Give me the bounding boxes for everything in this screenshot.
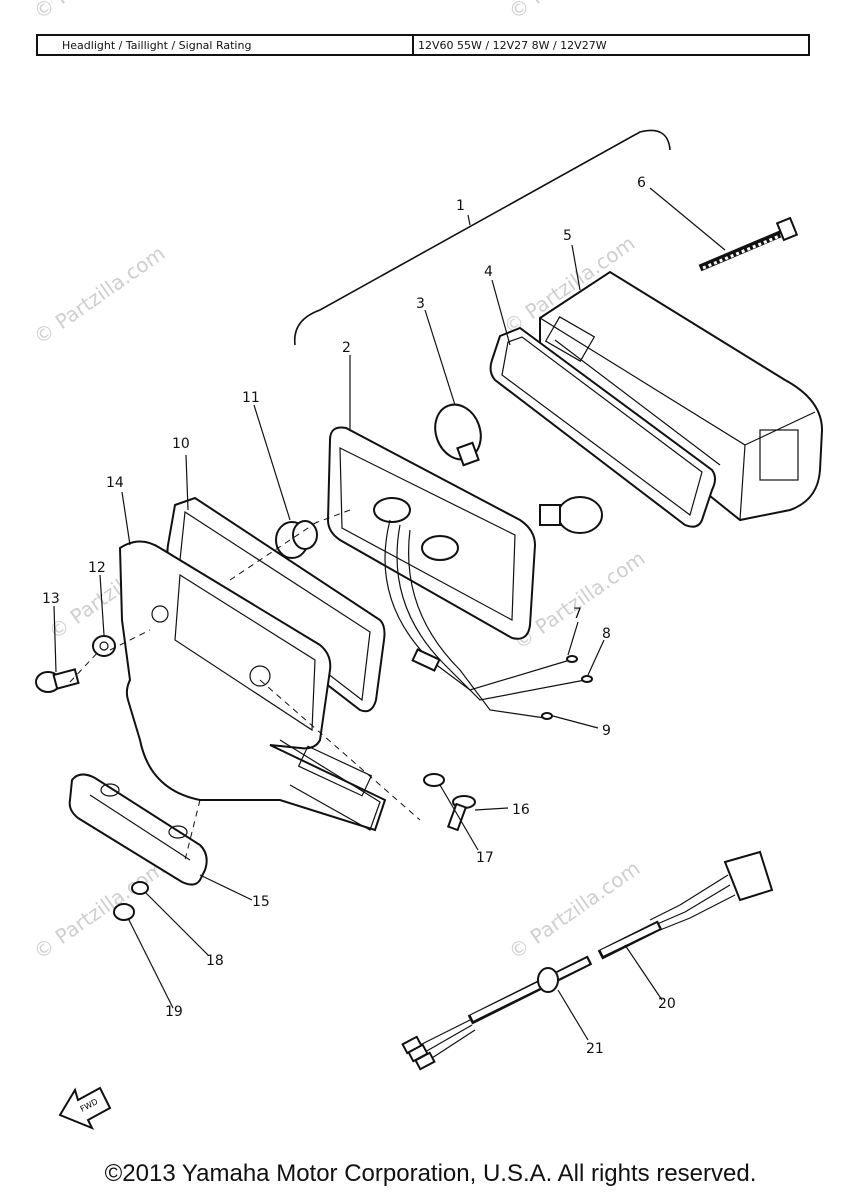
part-mounting-body bbox=[118, 540, 387, 832]
callout-19: 19 bbox=[165, 1004, 183, 1020]
callout-14: 14 bbox=[106, 475, 124, 491]
rating-table: Headlight / Taillight / Signal Rating 12… bbox=[36, 34, 810, 56]
callout-labels: 1 2 3 4 5 6 7 8 9 10 11 12 13 14 15 16 1… bbox=[42, 175, 676, 1057]
callout-21: 21 bbox=[586, 1041, 604, 1057]
callout-8: 8 bbox=[602, 626, 611, 642]
part-license-lens bbox=[68, 773, 208, 886]
callout-11: 11 bbox=[242, 390, 260, 406]
leader-lines bbox=[53, 187, 726, 1041]
callout-4: 4 bbox=[484, 264, 493, 280]
part-lamp-base bbox=[326, 426, 537, 640]
callout-13: 13 bbox=[42, 591, 60, 607]
part-wire-harness bbox=[401, 850, 774, 1071]
copyright-notice: ©2013 Yamaha Motor Corporation, U.S.A. A… bbox=[104, 1160, 757, 1187]
part-long-screw bbox=[698, 216, 799, 272]
part-nut bbox=[113, 903, 135, 921]
rating-value: 12V60 55W / 12V27 8W / 12V27W bbox=[418, 38, 607, 52]
assembly-lines bbox=[69, 509, 421, 861]
part-bulb-upper bbox=[434, 403, 482, 467]
part-lock-washer bbox=[423, 773, 445, 787]
part-washer bbox=[92, 635, 116, 657]
assembly-bracket bbox=[293, 129, 671, 346]
watermark: © Partzilla.com bbox=[29, 0, 169, 24]
wire-leads bbox=[384, 519, 593, 720]
callout-1: 1 bbox=[456, 198, 465, 214]
part-bulb-lower bbox=[539, 496, 603, 534]
watermark: © Partzilla.com bbox=[29, 856, 169, 964]
callout-17: 17 bbox=[476, 850, 494, 866]
callout-3: 3 bbox=[416, 296, 425, 312]
part-gasket bbox=[489, 326, 716, 528]
callout-20: 20 bbox=[658, 996, 676, 1012]
callout-5: 5 bbox=[563, 228, 572, 244]
callout-9: 9 bbox=[602, 723, 611, 739]
callout-7: 7 bbox=[573, 606, 582, 622]
callout-18: 18 bbox=[206, 953, 224, 969]
callout-12: 12 bbox=[88, 560, 106, 576]
part-screw bbox=[446, 795, 476, 832]
part-bolt bbox=[35, 668, 80, 693]
callout-2: 2 bbox=[342, 340, 351, 356]
callout-6: 6 bbox=[637, 175, 646, 191]
callout-10: 10 bbox=[172, 436, 190, 452]
watermark: © Partzilla.com bbox=[504, 0, 644, 24]
callout-16: 16 bbox=[512, 802, 530, 818]
part-small-washer bbox=[131, 881, 149, 895]
callout-15: 15 bbox=[252, 894, 270, 910]
watermark: © Partzilla.com bbox=[29, 241, 169, 349]
fwd-arrow-icon: FWD bbox=[58, 1086, 112, 1130]
rating-label: Headlight / Taillight / Signal Rating bbox=[38, 36, 414, 54]
part-grommet bbox=[275, 520, 318, 559]
